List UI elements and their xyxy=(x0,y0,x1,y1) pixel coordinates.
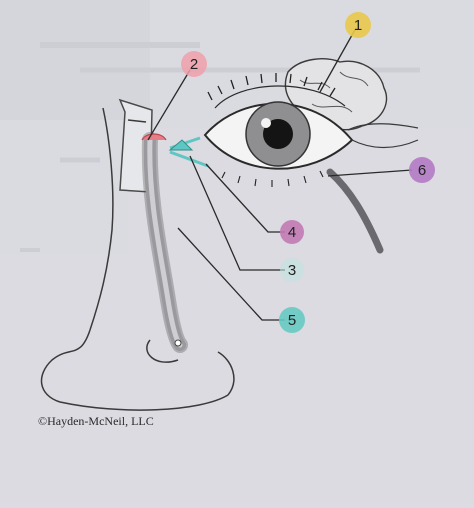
label-2-number: 2 xyxy=(190,56,198,73)
lower-eyelashes xyxy=(221,170,324,187)
nose-outline xyxy=(40,98,235,411)
label-4: 4 xyxy=(280,220,304,244)
lateral-canthus xyxy=(351,139,419,149)
label-6: 6 xyxy=(409,157,435,183)
lacrimal-drainage xyxy=(141,132,384,353)
upper-eyelashes xyxy=(207,73,336,101)
label-5-marker xyxy=(279,307,305,333)
label-5-number: 5 xyxy=(288,312,296,329)
leader-line-5 xyxy=(177,227,285,321)
label-4-number: 4 xyxy=(288,224,296,241)
label-3: 3 xyxy=(280,258,304,282)
leader-line-3 xyxy=(189,155,285,271)
pupil xyxy=(263,119,293,149)
eye xyxy=(203,73,419,187)
label-2: 2 xyxy=(181,51,207,77)
label-1: 1 xyxy=(345,12,371,38)
label-2-marker xyxy=(181,51,207,77)
leader-line-2 xyxy=(147,69,191,141)
label-1-number: 1 xyxy=(354,17,362,34)
label-3-number: 3 xyxy=(288,262,296,279)
lower-lid-retractor xyxy=(326,168,384,254)
leader-lines xyxy=(147,27,413,321)
upper-eyelid-crease xyxy=(214,85,346,109)
inferior-canaliculus xyxy=(169,150,209,168)
leader-line-1 xyxy=(319,27,357,93)
leader-line-6 xyxy=(327,169,413,177)
leader-line-4 xyxy=(205,163,285,233)
lacrimal-sac-top xyxy=(141,133,167,141)
label-6-marker xyxy=(409,157,435,183)
eye-highlight xyxy=(261,118,271,128)
label-1-marker xyxy=(345,12,371,38)
copyright-notice: ©Hayden-McNeil, LLC xyxy=(38,414,154,428)
label-6-number: 6 xyxy=(418,162,426,179)
label-5: 5 xyxy=(279,307,305,333)
label-4-marker xyxy=(280,220,304,244)
label-3-marker xyxy=(280,258,304,282)
